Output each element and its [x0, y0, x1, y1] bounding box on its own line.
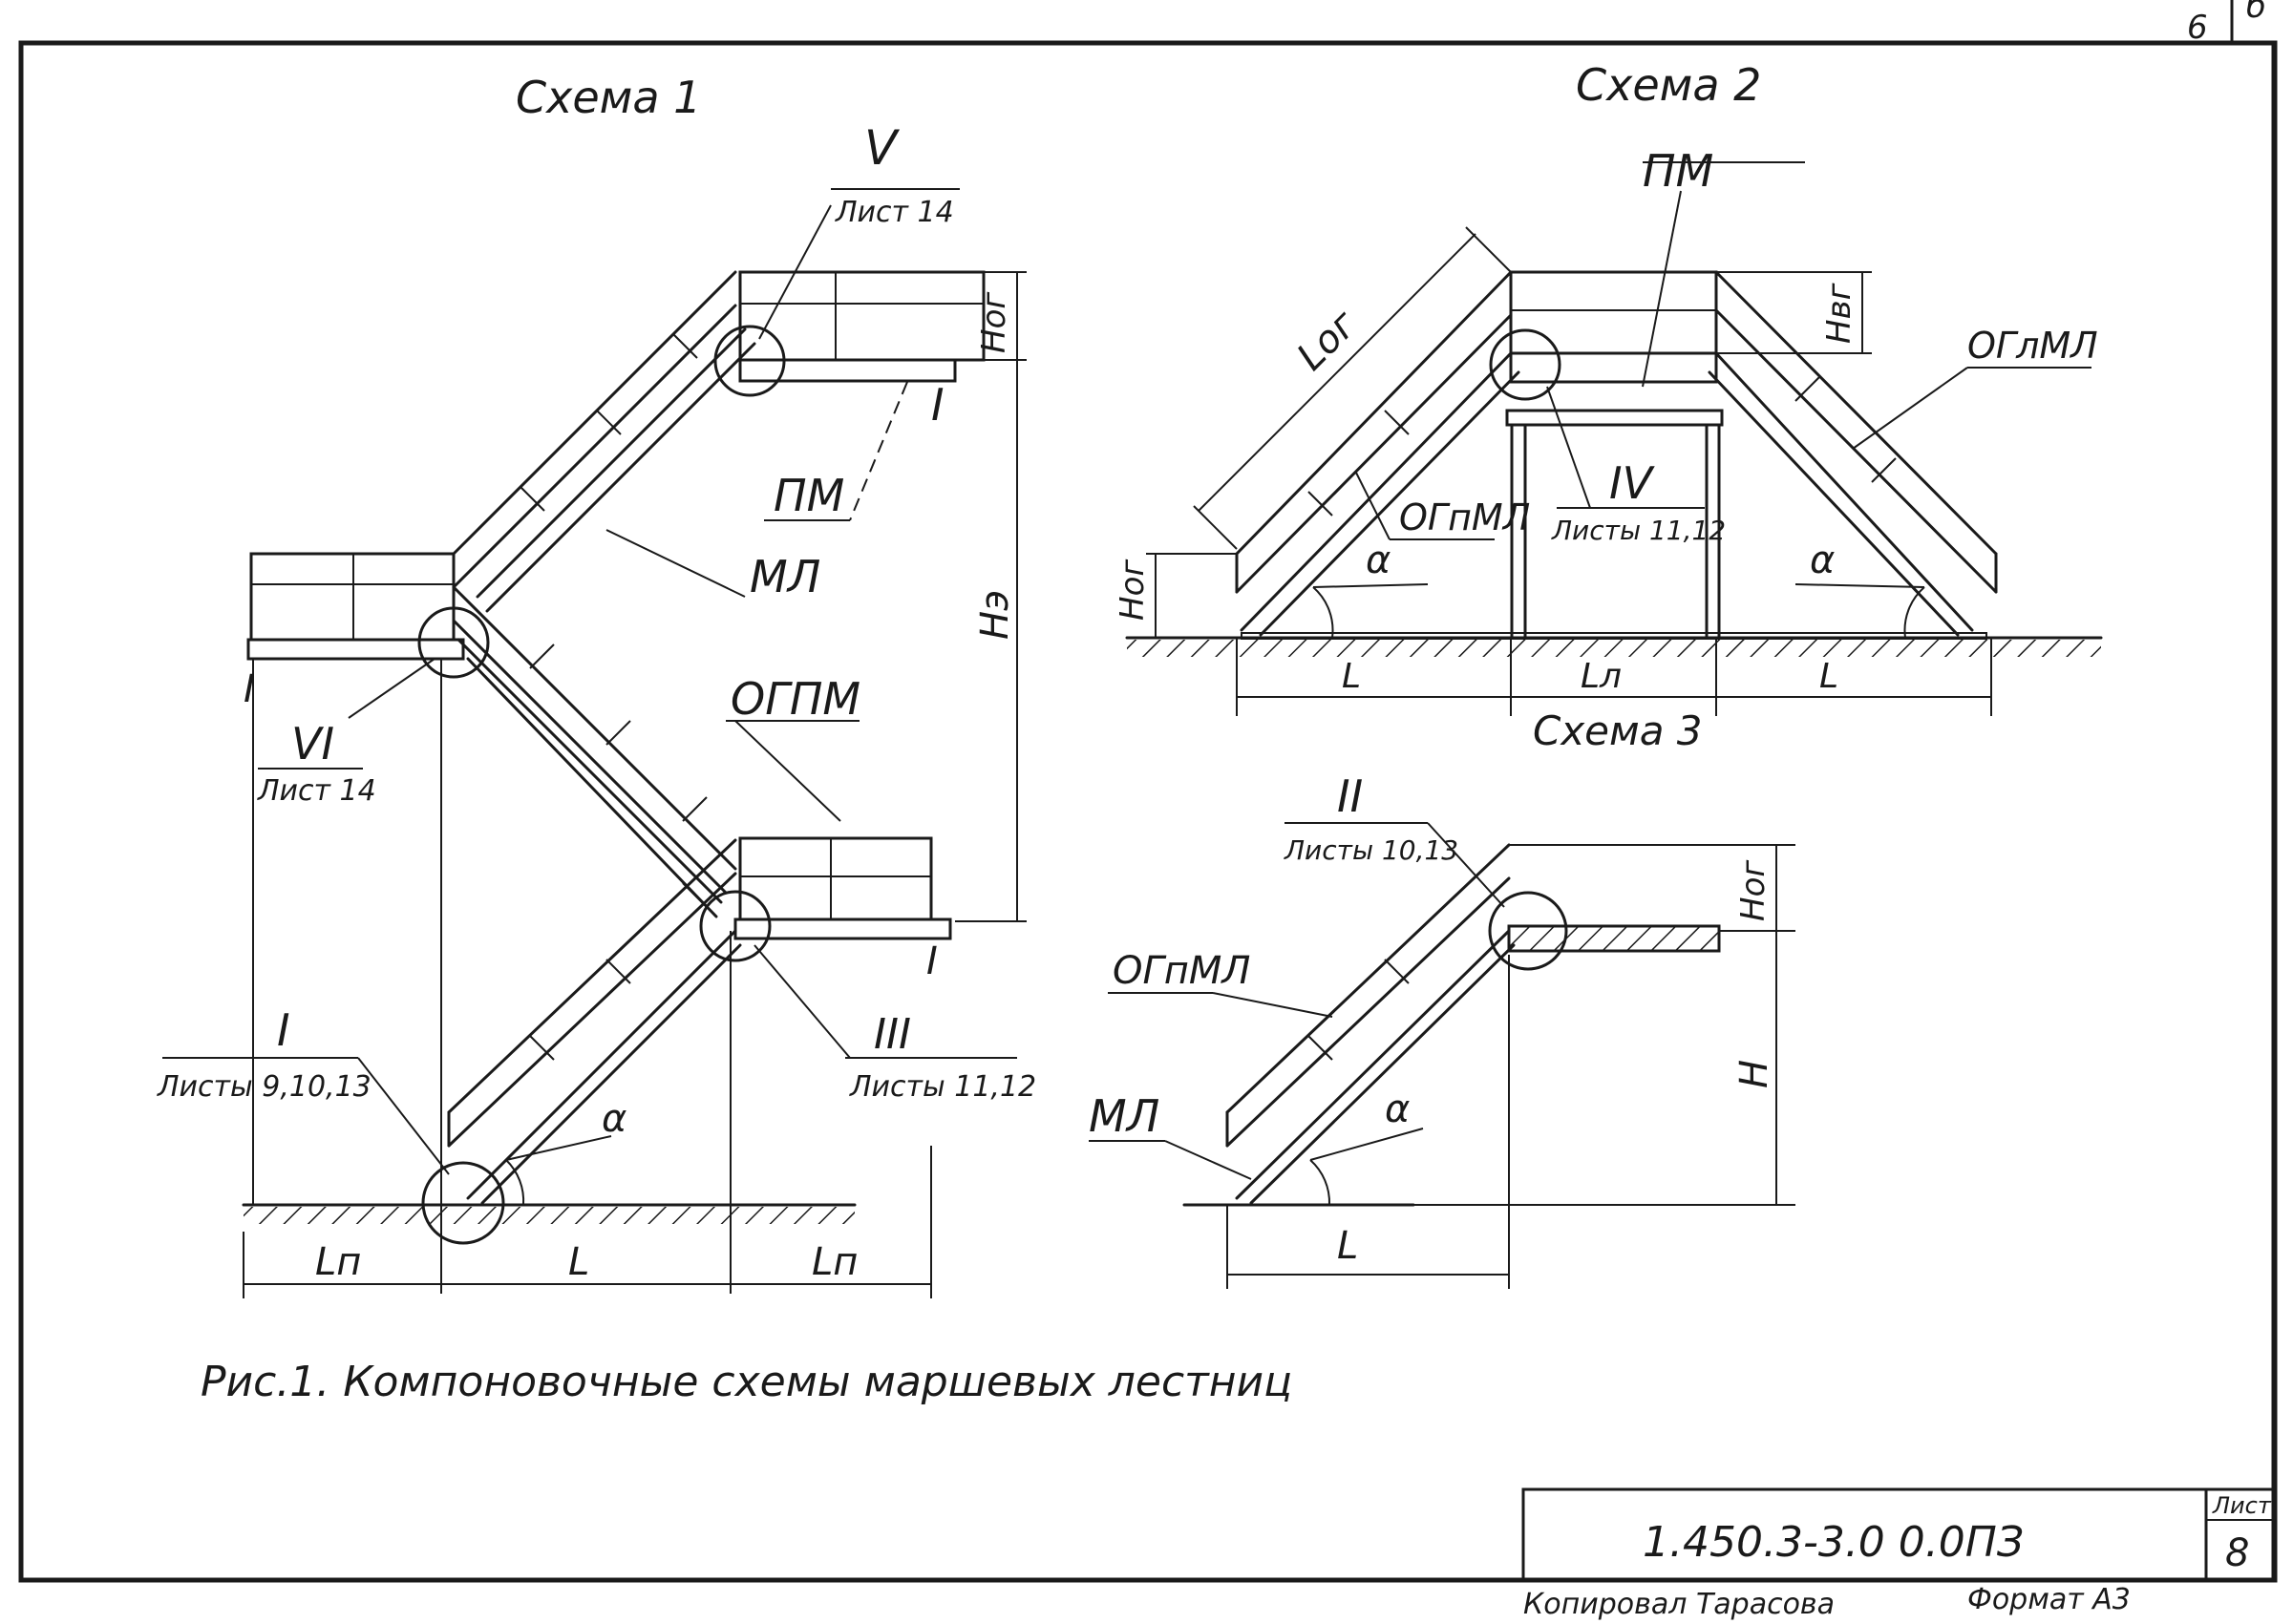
angle-alpha-2l: α: [1366, 538, 1391, 582]
ground-1: [242, 1203, 857, 1224]
section-I-left: I: [244, 667, 255, 711]
callout-III: III: [874, 1010, 911, 1059]
callout-I: I: [277, 1004, 290, 1056]
dim-Log: Lог: [1289, 302, 1367, 379]
label-OGPM: ОГПМ: [731, 673, 860, 725]
callout-V-sheet: Лист 14: [835, 196, 954, 229]
section-I-top: I: [931, 379, 945, 431]
sheet-number: 8: [2225, 1531, 2249, 1575]
dimensions-scheme-3: [1226, 844, 1795, 1289]
label-PM-2: ПМ: [1643, 145, 1713, 197]
middle-landing: [246, 552, 465, 661]
detail-circle-III: [699, 890, 772, 962]
label-OGpML-2: ОГпМЛ: [1399, 496, 1530, 538]
dim-Hvg: Hвг: [1820, 282, 1858, 344]
label-ML-3: МЛ: [1089, 1090, 1159, 1142]
sheet-label: Лист: [2212, 1492, 2272, 1519]
flight-3: [1225, 843, 1516, 1205]
dim-Ll-2: Lл: [1581, 657, 1622, 696]
angle-alpha-1: α: [602, 1097, 626, 1141]
scheme-3-title: Схема 3: [1533, 707, 1703, 754]
format-label: Формат А3: [1967, 1583, 2131, 1616]
dim-Lp-right: Lп: [812, 1240, 858, 1284]
angle-alpha-2r: α: [1810, 538, 1835, 582]
middle-flight: [452, 585, 737, 918]
callout-IV: IV: [1609, 457, 1656, 509]
figure-caption: Рис.1. Компоновочные схемы маршевых лест…: [201, 1358, 1292, 1406]
top-platform: [738, 270, 1012, 383]
detail-circle-V: [713, 325, 786, 397]
detail-circle-IV: [1489, 328, 1561, 401]
corner-mark-left: 6: [2187, 9, 2208, 47]
ground-2: [1125, 632, 2103, 657]
dim-L-3: L: [1337, 1224, 1358, 1268]
dimensions-scheme-1: [243, 271, 1027, 1298]
corner-mark-right: б: [2246, 0, 2266, 26]
dim-L-2r: L: [1819, 657, 1838, 696]
dim-L-2l: L: [1342, 657, 1361, 696]
title-block: [1521, 1487, 2277, 1582]
callout-VI: VI: [291, 718, 334, 770]
label-OGlML-2: ОГлМЛ: [1967, 325, 2098, 367]
lower-flight: [447, 838, 742, 1205]
scheme-1-title: Схема 1: [516, 72, 701, 123]
dim-He: Hэ: [973, 590, 1017, 640]
dim-Hog-2: Hог: [1114, 559, 1152, 621]
dim-Hog-1: Hог: [975, 291, 1013, 353]
label-ML-1: МЛ: [750, 551, 820, 602]
callout-IV-sheets: Листы 11,12: [1551, 515, 1726, 546]
dim-L-1: L: [568, 1240, 589, 1284]
dim-Hog-3: Hог: [1734, 859, 1773, 921]
label-OGpML-3: ОГпМЛ: [1113, 949, 1251, 993]
callout-V: V: [864, 120, 901, 176]
detail-circle-I: [421, 1161, 505, 1245]
upper-flight: [452, 270, 756, 613]
callout-VI-sheet: Лист 14: [257, 774, 376, 808]
platform-3: [1507, 924, 1721, 953]
copied-by: Копировал Тарасова: [1523, 1588, 1835, 1621]
doc-code: 1.450.3-3.0 0.0ПЗ: [1643, 1518, 2024, 1567]
dimensions-scheme-2: [1236, 638, 1992, 716]
drawing-frame: [18, 0, 2278, 1583]
callout-I-sheets: Листы 9,10,13: [157, 1070, 372, 1104]
callout-II: II: [1337, 770, 1363, 822]
right-flight-2: [1708, 270, 1998, 637]
angle-alpha-3: α: [1385, 1087, 1410, 1131]
dim-H-3: H: [1732, 1060, 1776, 1088]
dim-Lp-left: Lп: [315, 1240, 361, 1284]
callout-III-sheets: Листы 11,12: [849, 1070, 1036, 1104]
top-platform-2: [1505, 270, 1724, 640]
scheme-2-title: Схема 2: [1576, 59, 1761, 111]
lower-platform: [733, 836, 952, 940]
callout-II-sheets: Листы 10,13: [1284, 834, 1458, 866]
section-I-right: I: [926, 939, 938, 983]
detail-circle-II: [1488, 891, 1568, 971]
label-PM-1: ПМ: [774, 470, 844, 521]
detail-circle-VI: [417, 606, 490, 679]
left-flight-2: [1235, 270, 1520, 637]
